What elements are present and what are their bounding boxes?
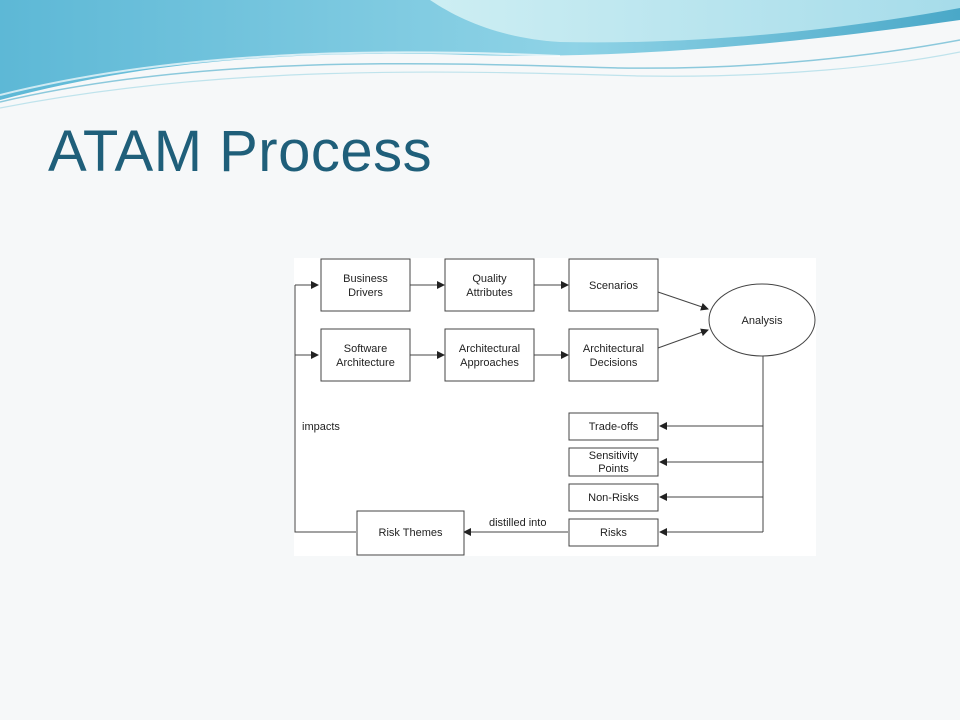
node-quality-attributes-line1: Quality	[472, 273, 507, 285]
header-wave-decoration	[0, 0, 960, 109]
node-analysis-label: Analysis	[742, 315, 783, 327]
node-business-drivers-line1: Business	[343, 273, 388, 285]
node-risk-themes-label: Risk Themes	[379, 527, 443, 539]
node-architectural-approaches-line2: Approaches	[460, 357, 519, 369]
node-trade-offs: Trade-offs	[568, 412, 659, 441]
node-software-architecture: Software Architecture	[320, 328, 411, 382]
node-architectural-approaches: Architectural Approaches	[444, 328, 535, 382]
node-architectural-decisions: Architectural Decisions	[568, 328, 659, 382]
node-architectural-approaches-line1: Architectural	[459, 343, 520, 355]
edge-scenarios-to-analysis	[657, 291, 709, 311]
node-quality-attributes-line2: Attributes	[466, 287, 513, 299]
node-software-architecture-line2: Architecture	[336, 357, 395, 369]
node-scenarios-label: Scenarios	[589, 280, 638, 292]
node-architectural-decisions-line2: Decisions	[590, 357, 638, 369]
node-trade-offs-label: Trade-offs	[589, 421, 639, 433]
node-sensitivity-points: Sensitivity Points	[568, 447, 659, 477]
node-architectural-decisions-line1: Architectural	[583, 343, 644, 355]
node-risk-themes: Risk Themes	[356, 510, 465, 556]
node-business-drivers: Business Drivers	[320, 258, 411, 312]
slide-title: ATAM Process	[48, 119, 433, 184]
node-non-risks: Non-Risks	[568, 483, 659, 512]
node-sensitivity-points-line2: Points	[598, 463, 629, 475]
edge-label-impacts: impacts	[302, 421, 340, 433]
atam-diagram: Business Drivers Quality Attributes Scen…	[294, 258, 816, 556]
edge-label-distilled-into: distilled into	[489, 517, 546, 529]
node-software-architecture-line1: Software	[344, 343, 387, 355]
node-business-drivers-line2: Drivers	[348, 287, 383, 299]
edge-riskthemes-impacts-loop	[294, 285, 356, 533]
node-analysis: Analysis	[708, 283, 816, 357]
node-quality-attributes: Quality Attributes	[444, 258, 535, 312]
diagram-edges	[294, 281, 764, 536]
node-sensitivity-points-line1: Sensitivity	[589, 450, 639, 462]
node-risks: Risks	[568, 518, 659, 547]
node-risks-label: Risks	[600, 527, 627, 539]
edge-decisions-to-analysis	[657, 328, 709, 349]
node-non-risks-label: Non-Risks	[588, 492, 639, 504]
atam-diagram-svg: Business Drivers Quality Attributes Scen…	[294, 258, 816, 556]
node-scenarios: Scenarios	[568, 258, 659, 312]
